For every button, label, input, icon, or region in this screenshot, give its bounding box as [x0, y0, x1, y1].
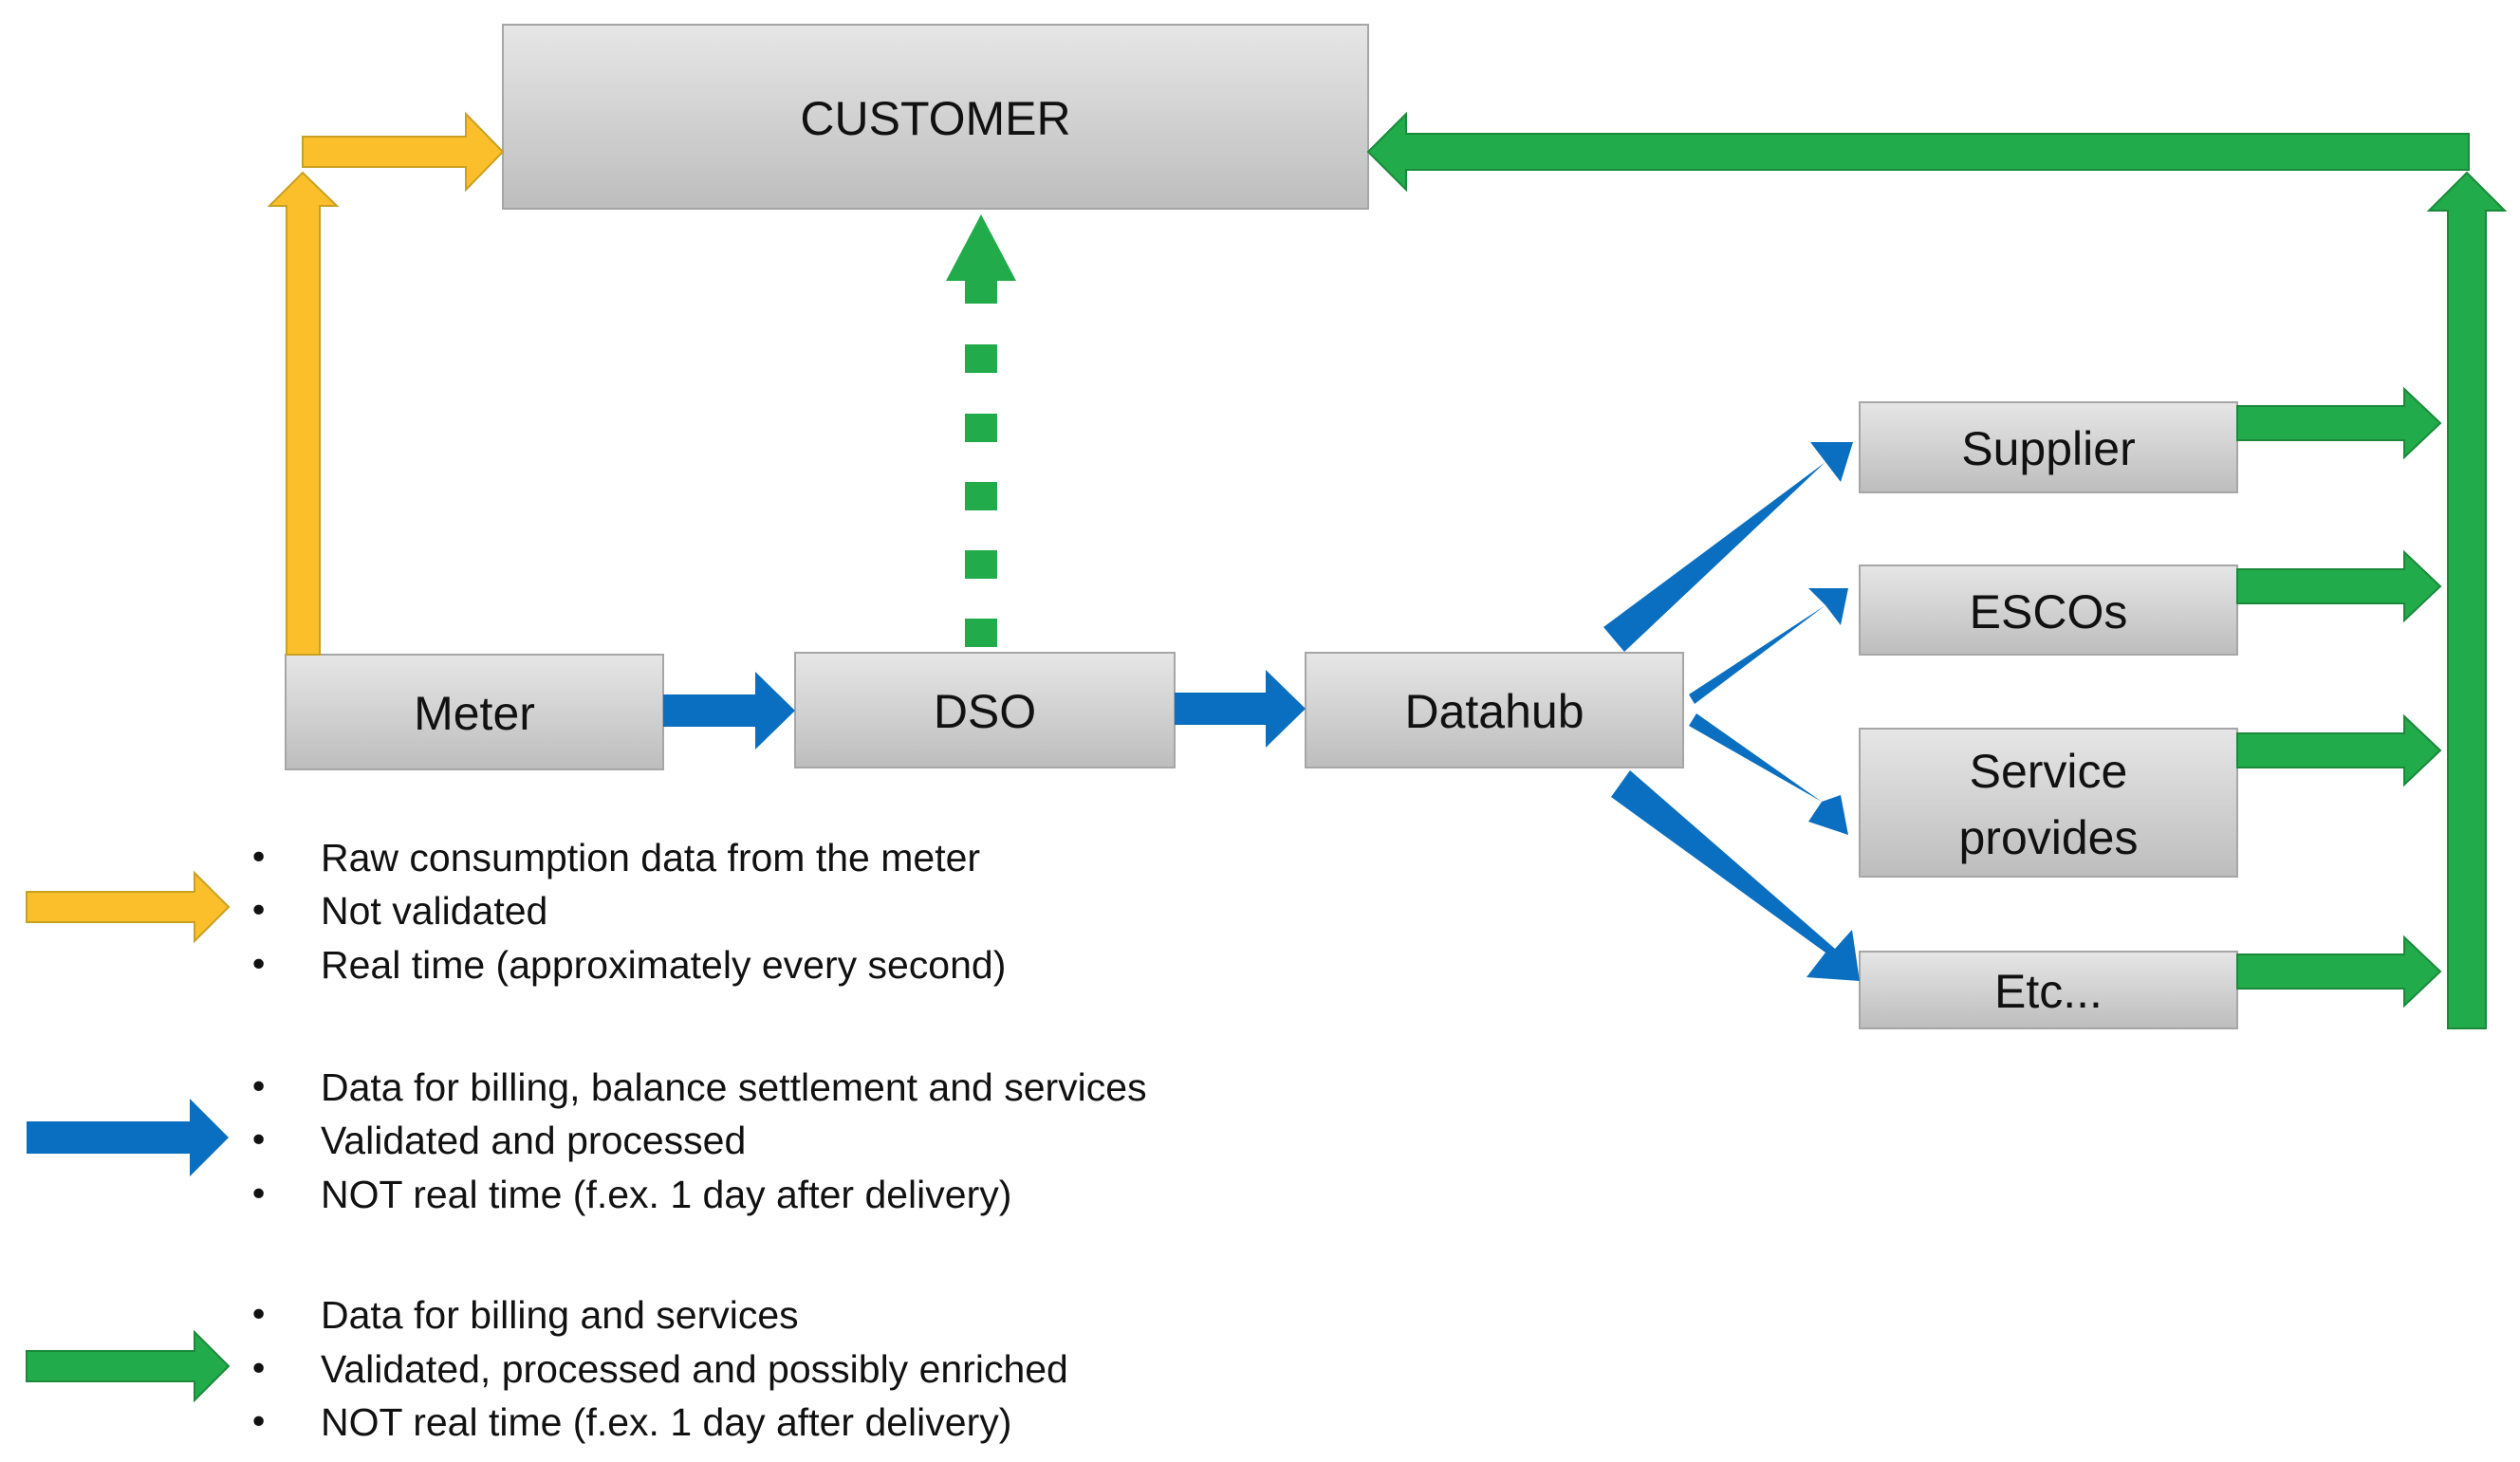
datahub-label: Datahub — [1404, 685, 1584, 738]
legend-item: Not validated — [321, 889, 547, 933]
etc-box: Etc... — [1859, 951, 2238, 1029]
legend-group-validated: • • • Data for billing, balance settleme… — [27, 1065, 1147, 1216]
legend-item: Validated and processed — [321, 1119, 746, 1162]
meter-label: Meter — [414, 687, 535, 740]
legend-item: Real time (approximately every second) — [321, 943, 1006, 987]
datahub-to-service-blue-arrow — [1689, 713, 1848, 835]
dso-label: DSO — [934, 685, 1036, 738]
legend-bullet: • — [249, 1175, 269, 1214]
datahub-to-escos-blue-arrow — [1689, 588, 1848, 704]
legend-bullet: • — [249, 839, 269, 878]
supplier-box: Supplier — [1859, 401, 2238, 493]
meter-up-yellow-arrow — [267, 171, 340, 656]
escos-out-green-arrow — [2236, 549, 2442, 623]
etc-out-green-arrow — [2236, 935, 2442, 1009]
etc-label: Etc... — [1994, 965, 2103, 1018]
service-label-line1: Service — [1970, 745, 2128, 798]
legend-group-enriched: • • • Data for billing and services Vali… — [26, 1293, 1068, 1444]
legend-item: NOT real time (f.ex. 1 day after deliver… — [321, 1173, 1011, 1216]
customer-label: CUSTOMER — [800, 92, 1070, 145]
legend-item: Data for billing and services — [321, 1293, 799, 1337]
supplier-label: Supplier — [1961, 422, 2135, 475]
legend-bullet: • — [249, 946, 269, 985]
green-vertical-up-arrow — [2426, 171, 2508, 1029]
legend-bullet: • — [249, 1296, 269, 1335]
legend-group-raw: • • • Raw consumption data from the mete… — [26, 836, 1006, 987]
meter-to-dso-blue-arrow — [663, 672, 795, 750]
legend-item: Data for billing, balance settlement and… — [321, 1065, 1147, 1109]
datahub-to-etc-blue-arrow — [1611, 770, 1860, 981]
legend-bullet: • — [249, 1350, 269, 1389]
meter-to-customer-yellow-arrow — [302, 111, 505, 193]
legend-item: NOT real time (f.ex. 1 day after deliver… — [321, 1400, 1011, 1444]
legend-item: Raw consumption data from the meter — [321, 836, 980, 879]
legend-item: Validated, processed and possibly enrich… — [321, 1347, 1068, 1391]
dso-box: DSO — [794, 652, 1176, 768]
escos-box: ESCOs — [1859, 564, 2238, 656]
legend-bullet: • — [249, 1121, 269, 1160]
service-label-line2: provides — [1959, 811, 2139, 864]
meter-box: Meter — [285, 654, 664, 770]
dso-to-customer-dashed-green-arrow — [946, 214, 1016, 647]
legend-bullet: • — [249, 1068, 269, 1107]
legend-bullet: • — [249, 892, 269, 931]
dso-to-datahub-blue-arrow — [1175, 670, 1306, 748]
yellow-arrow-icon — [26, 870, 231, 944]
datahub-box: Datahub — [1305, 652, 1684, 768]
blue-arrow-icon — [27, 1099, 229, 1176]
legend: • • • Raw consumption data from the mete… — [26, 836, 1147, 1444]
green-to-customer-arrow — [1366, 111, 2470, 193]
customer-box: CUSTOMER — [502, 24, 1369, 210]
escos-label: ESCOs — [1970, 585, 2128, 638]
green-arrow-icon — [26, 1329, 231, 1403]
service-out-green-arrow — [2236, 713, 2442, 787]
legend-bullet: • — [249, 1403, 269, 1442]
datahub-to-supplier-blue-arrow — [1603, 442, 1853, 652]
supplier-out-green-arrow — [2236, 386, 2442, 460]
service-provides-box: Service provides — [1859, 728, 2238, 878]
